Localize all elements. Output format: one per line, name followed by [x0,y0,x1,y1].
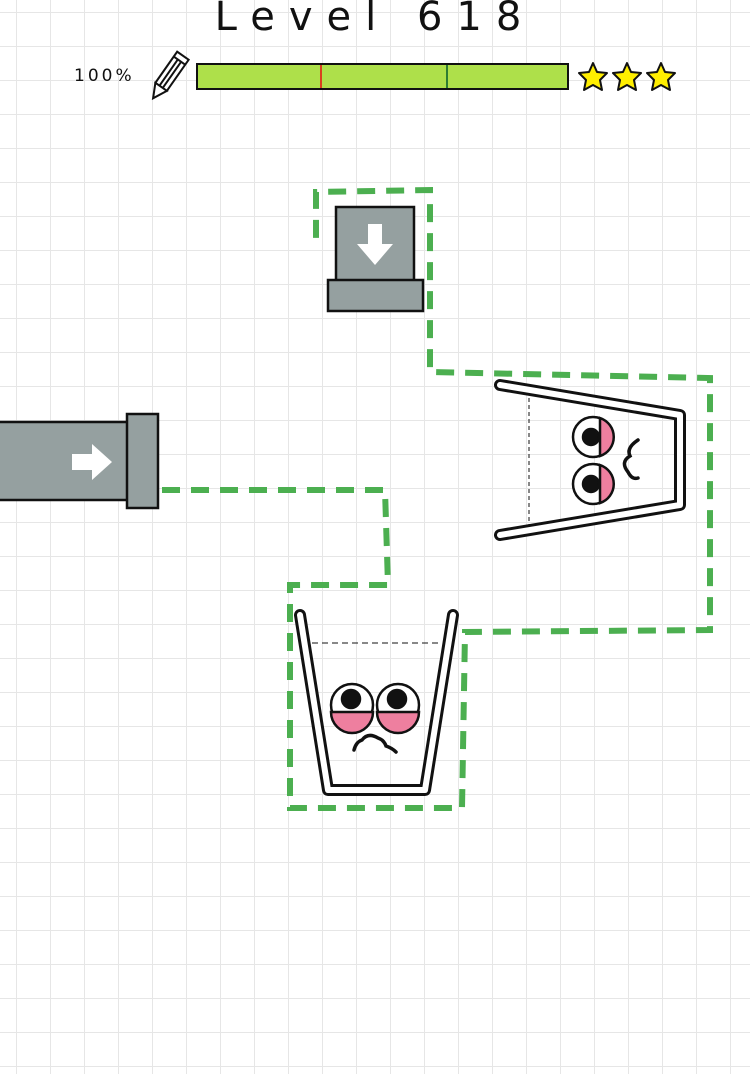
ink-percent: 100% [74,66,135,86]
star-icon [646,62,676,91]
two-star-threshold-marker [320,65,322,88]
three-star-threshold-marker [446,65,448,88]
ink-progress-fill [198,65,567,88]
eyes [571,415,615,506]
glass-tilted [494,379,686,541]
star-icon [578,62,608,91]
mouth [352,733,398,754]
water-pipe-left [0,412,160,510]
arrow-right-icon [72,444,112,480]
water-pipe-top [326,205,425,313]
stars-rating [578,62,676,91]
star-icon [612,62,642,91]
arrow-down-icon [357,224,393,265]
level-title: Level 618 [214,0,536,40]
pencil-icon [151,50,191,101]
ink-progress-bar [196,63,569,90]
drawn-line [162,186,713,811]
glass-target [294,609,459,796]
mouth [622,438,640,481]
eyes [329,682,421,735]
